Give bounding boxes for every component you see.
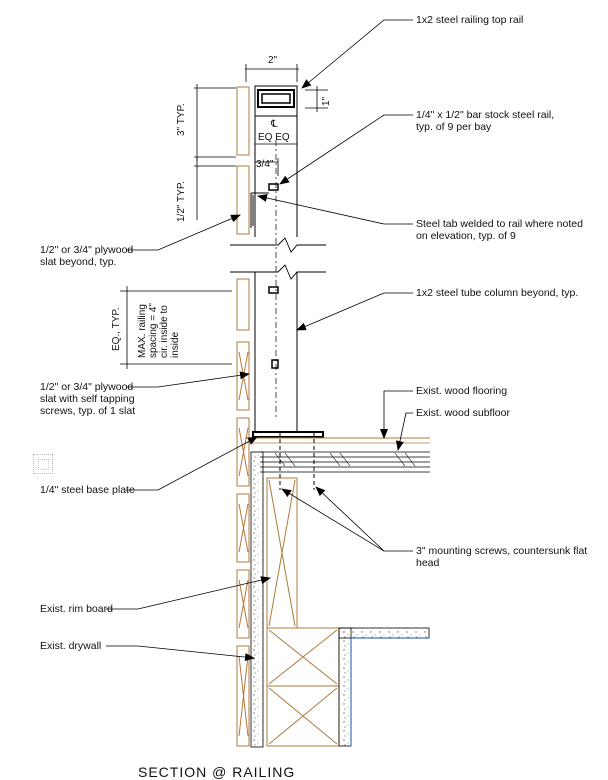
label-drywall: Exist. drywall xyxy=(40,640,102,652)
dimension-lines xyxy=(120,64,328,369)
label-base-plate: 1/4" steel base plate xyxy=(40,484,135,496)
dim-centerline: ℄ xyxy=(271,119,278,130)
mounting-screws xyxy=(279,432,315,490)
dim-half-typ: 1/2" TYP. xyxy=(176,181,187,222)
label-bar-rail: 1/4" x 1/2" bar stock steel rail, typ. o… xyxy=(416,109,555,133)
plywood-slats xyxy=(236,86,250,747)
bar-stock-rails xyxy=(268,183,279,369)
label-wood-flooring: Exist. wood flooring xyxy=(416,385,508,397)
dim-3in-typ: 3" TYP. xyxy=(176,103,187,136)
steel-base-plate xyxy=(252,431,324,438)
dim-1in: 1" xyxy=(321,96,332,106)
drywall-concrete xyxy=(250,451,430,748)
label-mounting-screws: 3" mounting screws, countersunk flat hea… xyxy=(416,545,588,569)
label-rim-board: Exist. rim board xyxy=(40,603,113,615)
label-tube-column: 1x2 steel tube column beyond, typ. xyxy=(416,287,579,299)
rim-board xyxy=(266,477,340,747)
label-top-rail: 1x2 steel railing top rail xyxy=(416,14,524,26)
steel-tab xyxy=(250,192,269,228)
break-lines xyxy=(230,237,326,280)
label-plywood-screws: 1/2" or 3/4" plywood slat with self tapp… xyxy=(40,381,136,417)
floor-assembly xyxy=(245,437,430,473)
dim-eq-typ: EQ., TYP. xyxy=(111,307,122,351)
dim-three-quarter: 3/4" xyxy=(256,159,274,170)
label-plywood-beyond: 1/2" or 3/4" plywood slat beyond, typ. xyxy=(40,244,134,268)
dim-max-spacing: MAX. railing spacing = 4" cir. inside to… xyxy=(137,303,181,358)
drawing-title: SECTION @ RAILING xyxy=(138,764,296,780)
dim-2in: 2" xyxy=(268,55,278,66)
placeholder-icon xyxy=(33,454,53,474)
label-wood-subfloor: Exist. wood subfloor xyxy=(416,407,510,419)
label-steel-tab: Steel tab welded to rail where noted on … xyxy=(416,218,583,242)
dim-eq-eq: EQ EQ xyxy=(258,132,290,143)
leader-lines xyxy=(106,19,413,662)
